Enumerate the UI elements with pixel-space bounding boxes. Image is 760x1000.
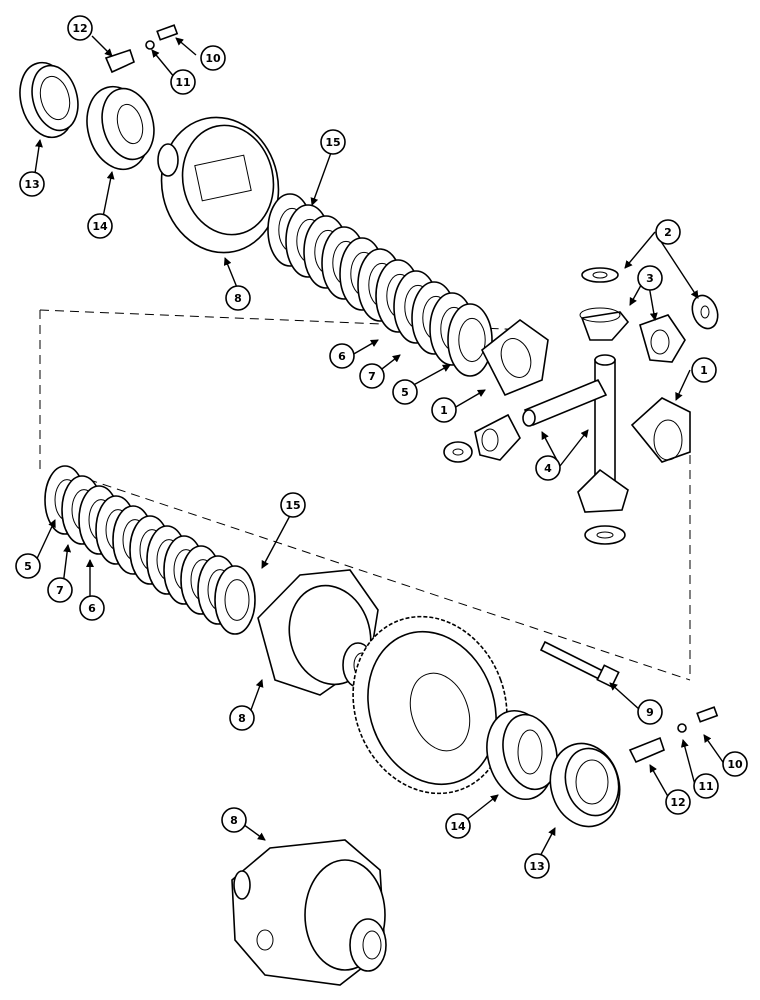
- clutch-pack-top: [267, 193, 493, 377]
- callout-label: 11: [698, 780, 713, 793]
- callout-c-5-mid: 5: [392, 379, 418, 405]
- callout-c-15-low: 15: [280, 492, 306, 518]
- cross-shaft: [522, 354, 616, 486]
- lock-plate-lower: [628, 706, 719, 764]
- bearing-cone-top: [86, 85, 155, 171]
- callout-label: 6: [88, 602, 96, 615]
- callout-c-1-right: 1: [691, 357, 717, 383]
- thrust-washer-2a: [581, 267, 619, 283]
- side-gear-left: [480, 318, 549, 397]
- callout-c-9: 9: [637, 699, 663, 725]
- callout-c-12-low: 12: [665, 789, 691, 815]
- callout-label: 1: [700, 364, 708, 377]
- callout-label: 15: [325, 136, 340, 149]
- callout-label: 12: [72, 22, 87, 35]
- pinion-gear-3a: [579, 307, 630, 341]
- clutch-pack-lower: [44, 465, 256, 635]
- callout-c-13-low: 13: [524, 853, 550, 879]
- callout-label: 9: [646, 706, 654, 719]
- callout-label: 8: [234, 292, 242, 305]
- differential-case-bottom: [231, 839, 387, 986]
- callout-c-8-mid: 8: [229, 705, 255, 731]
- pinion-gear-lower-left: [443, 413, 521, 463]
- callout-label: 14: [450, 820, 466, 833]
- callout-c-12-top: 12: [67, 15, 93, 41]
- ring-gear: [352, 615, 508, 795]
- pinion-gear-3b: [639, 314, 686, 363]
- bearing-cup-lower: [549, 742, 621, 828]
- callout-c-13-top: 13: [19, 171, 45, 197]
- differential-case-middle: [257, 569, 379, 696]
- callout-label: 7: [56, 584, 64, 597]
- callout-c-10-top: 10: [200, 45, 226, 71]
- callout-c-10-low: 10: [722, 751, 748, 777]
- thrust-washer-2b: [691, 294, 719, 330]
- callout-label: 10: [205, 52, 221, 65]
- callout-c-8-bottom: 8: [221, 807, 247, 833]
- clutch-disc: [447, 303, 493, 377]
- callout-label: 2: [664, 226, 672, 239]
- callout-label: 8: [238, 712, 246, 725]
- callout-label: 3: [646, 272, 654, 285]
- callout-label: 12: [670, 796, 685, 809]
- callout-label: 15: [285, 499, 300, 512]
- callout-c-1-left: 1: [431, 397, 457, 423]
- callout-c-11-low: 11: [693, 773, 719, 799]
- callout-c-15-top: 15: [320, 129, 346, 155]
- callout-label: 8: [230, 814, 238, 827]
- callout-label: 5: [24, 560, 32, 573]
- callout-label: 13: [24, 178, 39, 191]
- side-gear-right: [630, 397, 691, 463]
- callout-c-14-low: 14: [445, 813, 471, 839]
- callout-c-7-mid: 7: [359, 363, 385, 389]
- callout-c-11-top: 11: [170, 69, 196, 95]
- callout-label: 13: [529, 860, 544, 873]
- callout-label: 4: [544, 462, 552, 475]
- clutch-disc: [214, 565, 256, 635]
- callout-label: 7: [368, 370, 376, 383]
- callout-label: 10: [727, 758, 743, 771]
- callout-label: 6: [338, 350, 346, 363]
- pinion-gear-bottom: [577, 468, 629, 545]
- bearing-cone-lower: [486, 709, 558, 801]
- callout-label: 1: [440, 404, 448, 417]
- callout-c-6-low: 6: [79, 595, 105, 621]
- callout-label: 11: [175, 76, 190, 89]
- callout-c-5-low: 5: [15, 553, 41, 579]
- callout-c-8-top: 8: [225, 285, 251, 311]
- callout-c-6-mid: 6: [329, 343, 355, 369]
- callout-c-3: 3: [637, 265, 663, 291]
- callout-label: 14: [92, 220, 108, 233]
- callout-label: 5: [401, 386, 409, 399]
- callout-c-4: 4: [535, 455, 561, 481]
- callout-c-7-low: 7: [47, 577, 73, 603]
- callout-c-14-top: 14: [87, 213, 113, 239]
- bearing-cup-top: [19, 61, 79, 139]
- lock-plate-top: [104, 24, 179, 74]
- ring-gear-bolt: [539, 640, 620, 688]
- differential-case-top: [157, 116, 280, 254]
- callout-c-2: 2: [655, 219, 681, 245]
